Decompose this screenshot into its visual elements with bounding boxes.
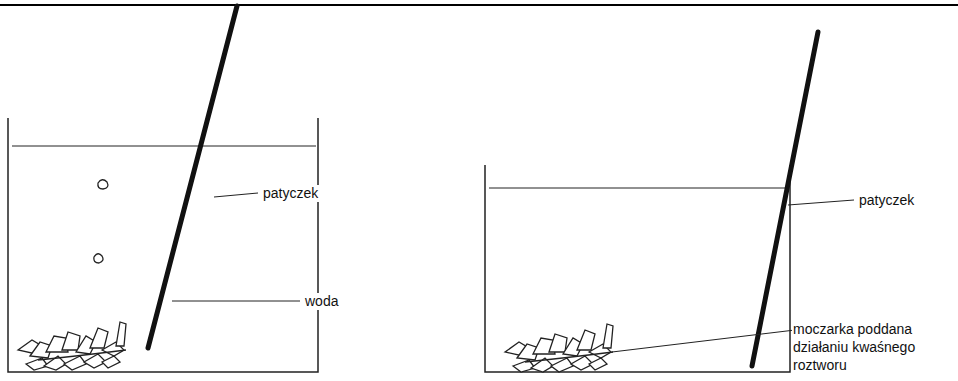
plant-label: moczarka poddana działaniu kwaśnego rozt…: [792, 320, 954, 374]
part-label: patyczek: [858, 192, 915, 209]
part-label: woda: [304, 293, 339, 310]
part-label: patyczek: [262, 185, 319, 202]
